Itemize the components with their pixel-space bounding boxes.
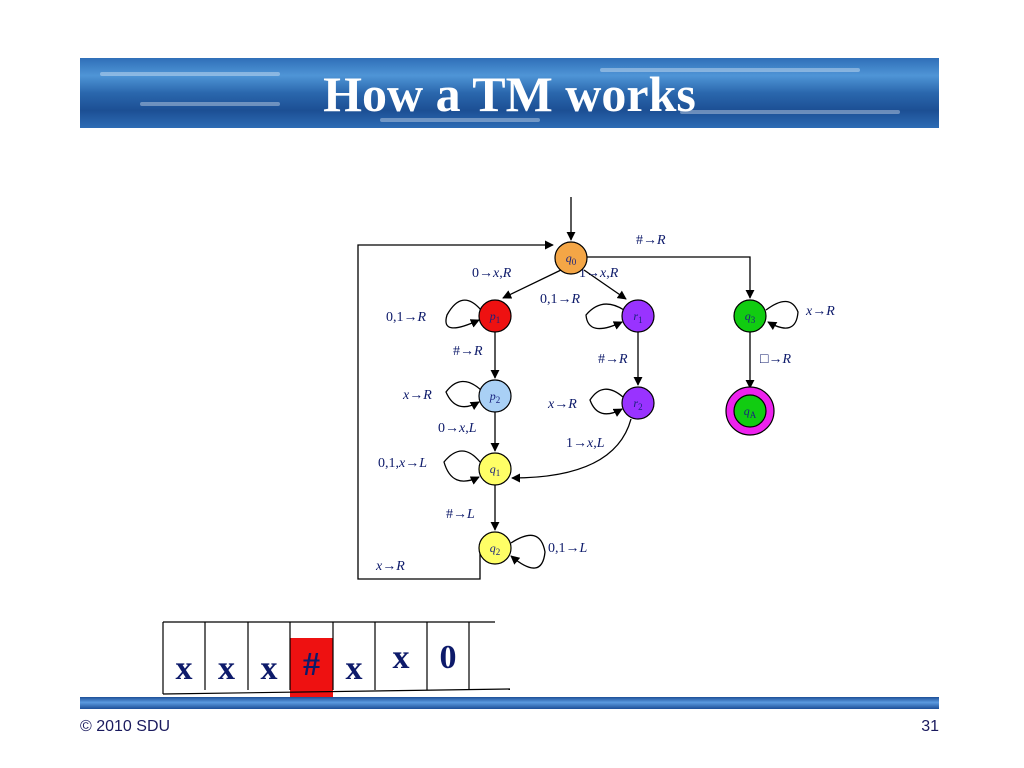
transition-labels: 0→x,R 1→x,R #→R 0,1→R 0,1→R x→R #→R #→R □→R x→R x→… — [375, 233, 835, 574]
edge-r2-r2 — [589, 388, 624, 417]
state-label-p2: p2 — [489, 389, 501, 405]
slide-number: 31 — [921, 718, 939, 735]
edge-q1-q1 — [443, 450, 481, 485]
transition-edges — [357, 197, 799, 580]
footer-copyright: © 2010 SDU — [80, 718, 171, 735]
transition-label-p1-p1: 0,1→R — [386, 310, 427, 325]
state-q3: q3 — [733, 299, 767, 333]
edge-q3-q3 — [765, 300, 799, 331]
transition-label-r1-r1: 0,1→R — [540, 292, 581, 307]
transition-label-p1-p2: #→R — [453, 344, 483, 359]
state-label-r1: r1 — [633, 309, 642, 325]
transition-label-p2-q1: 0→x,L — [438, 421, 477, 436]
state-p1: p1 — [478, 299, 512, 333]
edge-q2-q0 — [357, 240, 554, 580]
tape-cell-2: x — [260, 650, 278, 687]
transition-label-r1-r2: #→R — [598, 352, 628, 367]
state-q2: q2 — [478, 531, 512, 565]
transition-label-q3-qA: □→R — [760, 352, 791, 367]
state-label-q1: q1 — [490, 462, 501, 478]
transition-label-q1-q2: #→L — [446, 507, 475, 522]
transition-label-q2-q2: 0,1→L — [548, 541, 588, 556]
transition-label-q0-p1: 0→x,R — [472, 266, 512, 281]
state-label-r2: r2 — [633, 396, 642, 412]
edge-q0-q3 — [587, 256, 755, 299]
edge-p1-p1 — [445, 299, 482, 329]
transition-label-q1-q1: 0,1,x→L — [378, 456, 427, 471]
footer-bar — [80, 697, 939, 709]
tape-cell-1: x — [218, 650, 235, 687]
state-p2: p2 — [478, 379, 512, 413]
state-label-q2: q2 — [490, 541, 501, 557]
transition-label-q0-r1: 1→x,R — [579, 266, 619, 281]
page-title: How a TM works — [323, 66, 696, 122]
state-r2: r2 — [621, 386, 655, 420]
transition-label-q2-q0: x→R — [375, 559, 405, 574]
tape-cell-6: 0 — [439, 639, 457, 676]
edge-q0-p1 — [502, 269, 562, 299]
tape-head-cell — [290, 638, 333, 698]
transition-label-r2-r2: x→R — [547, 397, 577, 412]
tape-cell-0: x — [175, 650, 193, 687]
tape-cell-5: x — [392, 639, 410, 676]
state-r1: r1 — [621, 299, 655, 333]
state-label-q0: q0 — [566, 251, 577, 267]
tape-cell-4: x — [345, 650, 363, 687]
title-bar: How a TM works — [80, 58, 939, 128]
transition-label-p2-p2: x→R — [402, 388, 432, 403]
state-label-p1: p1 — [489, 309, 501, 325]
edge-r2-q1 — [511, 418, 632, 483]
edge-p2-p2 — [445, 380, 482, 410]
state-q0: q0 — [554, 241, 588, 275]
state-nodes: q0 p1 p2 q1 q2 r1 r2 q3 qA — [478, 241, 775, 565]
transition-label-q3-q3: x→R — [805, 304, 835, 319]
edge-r1-r1 — [585, 303, 625, 330]
state-q1: q1 — [478, 452, 512, 486]
transition-label-r2-q1: 1→x,L — [566, 436, 605, 451]
state-label-qA: qA — [744, 404, 757, 420]
edge-q2-q2 — [510, 534, 546, 569]
state-qA: qA — [725, 386, 775, 436]
state-label-q3: q3 — [745, 309, 756, 325]
transition-label-q0-q3: #→R — [636, 233, 666, 248]
tape-cell-3: # — [303, 646, 320, 683]
edge-q0-r1 — [583, 269, 627, 300]
